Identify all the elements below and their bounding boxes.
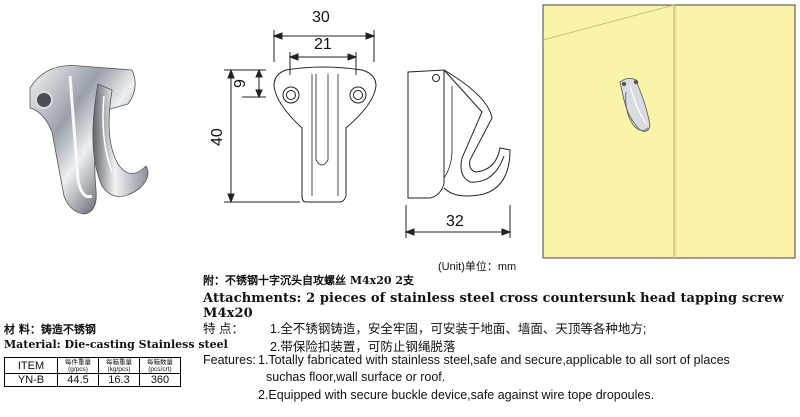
table-header-quantity: 每箱数量 (pcs/crt) xyxy=(139,357,181,374)
material-cn: 材 料：铸造不锈钢 xyxy=(4,323,96,336)
dimension-30: 30 xyxy=(312,9,330,26)
material-en: Material: Die-casting Stainless steel xyxy=(4,338,228,351)
unit-label: (Unit)单位：mm xyxy=(438,261,517,273)
features-en-line1b: suchas floor,wall surface or roof. xyxy=(266,370,446,384)
table-cell-item: YN-B xyxy=(4,373,58,387)
features-cn-label: 特 点： xyxy=(203,322,244,336)
product-photo xyxy=(29,65,149,215)
dimension-21: 21 xyxy=(314,36,332,53)
dimension-32: 32 xyxy=(446,213,464,230)
attachments-cn: 附：不锈钢十字沉头自攻螺丝 M4x20 2支 xyxy=(203,274,415,287)
features-cn-line1: 1.全不锈钢铸造，安全牢固，可安装于地面、墙面、天顶等各种地方; xyxy=(270,322,647,336)
attachments-en: Attachments: 2 pieces of stainless steel… xyxy=(203,291,784,321)
features-en-line2: 2.Equipped with secure buckle device,saf… xyxy=(258,388,655,402)
table-header-row: ITEM 每件重量 (g/pcs) 每箱重量 (kg/pcs) 每箱数量 (pc… xyxy=(4,357,181,374)
features-en-label: Features: xyxy=(203,353,256,367)
table-row: YN-B 44.5 16.3 360 xyxy=(4,373,181,387)
side-view-drawing xyxy=(404,69,512,238)
features-cn-line2: 2.带保险扣装置，可防止钢绳脱落 xyxy=(270,340,456,354)
table-header-weight-piece: 每件重量 (g/pcs) xyxy=(57,357,99,374)
dimension-40: 40 xyxy=(209,128,226,146)
table-cell-weight-piece: 44.5 xyxy=(57,373,99,387)
installation-illustration xyxy=(542,4,796,259)
spec-table: ITEM 每件重量 (g/pcs) 每箱重量 (kg/pcs) 每箱数量 (pc… xyxy=(4,357,181,387)
table-header-weight-carton: 每箱重量 (kg/pcs) xyxy=(98,357,140,374)
dimension-9: 9 xyxy=(232,79,249,88)
features-en-line1: 1.Totally fabricated with stainless stee… xyxy=(258,353,730,367)
table-header-item: ITEM xyxy=(4,357,58,374)
front-view-drawing xyxy=(224,30,377,204)
table-cell-quantity: 360 xyxy=(139,373,181,387)
table-cell-weight-carton: 16.3 xyxy=(98,373,140,387)
